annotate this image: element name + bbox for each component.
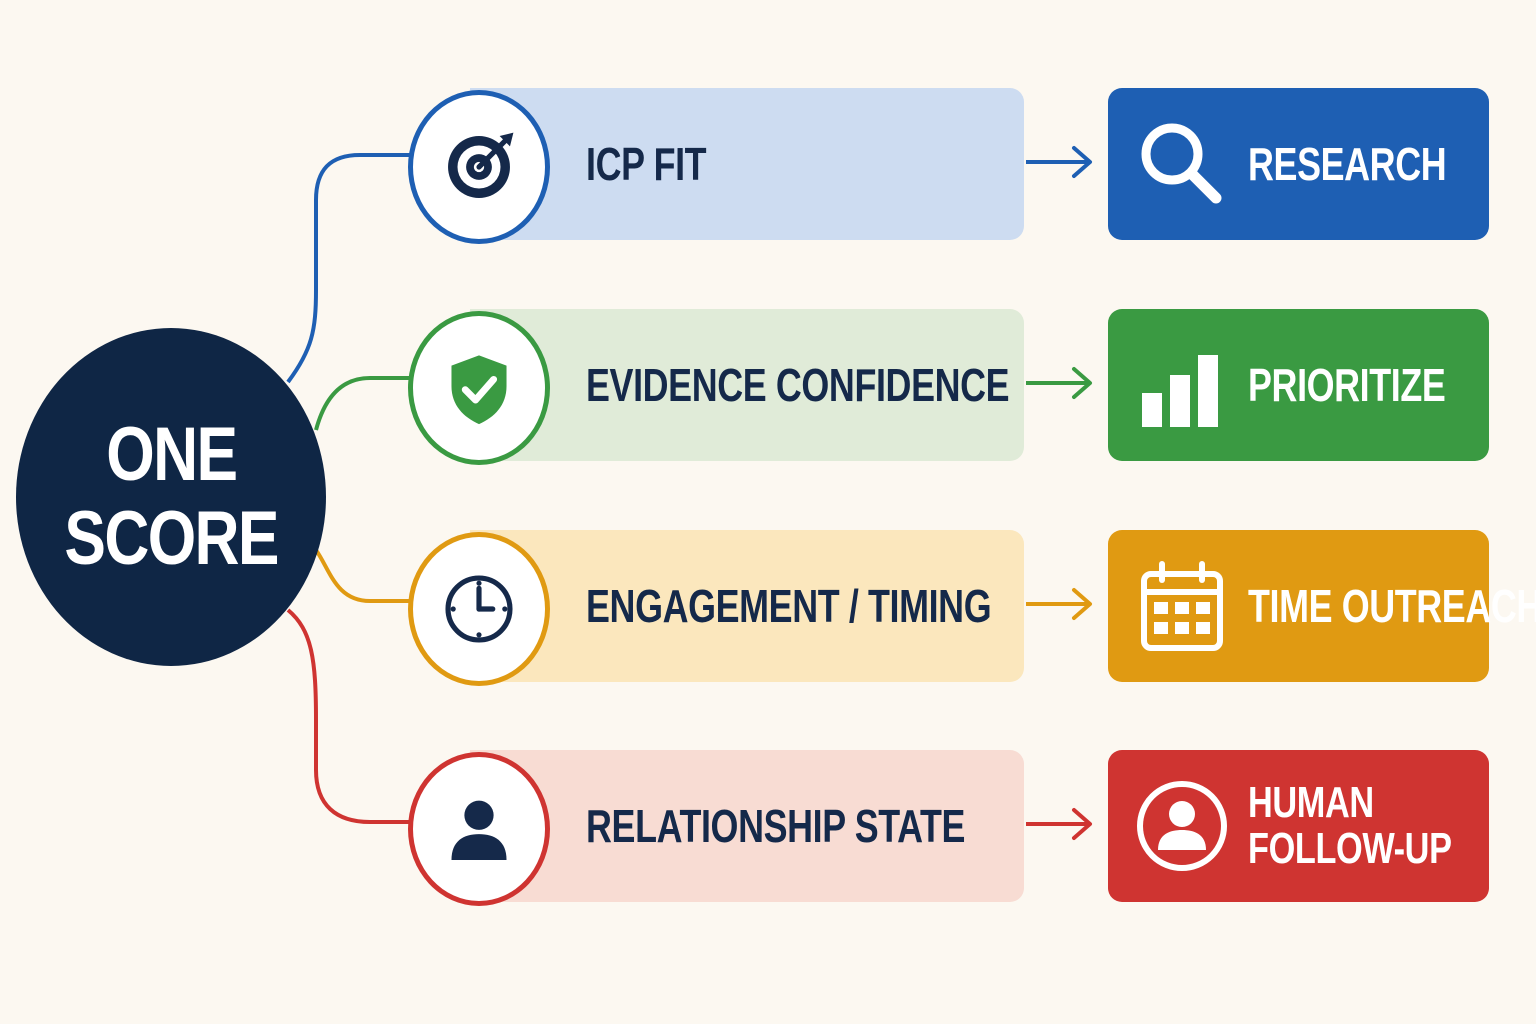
action-card-2: PRIORITIZE xyxy=(1108,309,1489,461)
hub-connector-4 xyxy=(286,608,410,824)
factor-badge xyxy=(408,752,550,906)
factor-card-2: EVIDENCE CONFIDENCE xyxy=(470,309,1024,461)
action-label: PRIORITIZE xyxy=(1248,309,1446,461)
action-card-1: RESEARCH xyxy=(1108,88,1489,240)
hub-label-line-2: SCORE xyxy=(64,496,279,581)
shield-check-icon xyxy=(451,355,507,425)
factor-card-1: ICP FIT xyxy=(470,88,1024,240)
arrow-icon xyxy=(1026,588,1092,620)
action-label-line: TIME OUTREACH xyxy=(1248,580,1536,632)
action-label-line: PRIORITIZE xyxy=(1248,359,1446,411)
factor-badge xyxy=(408,311,550,465)
arrow-icon xyxy=(1026,808,1092,840)
action-label: RESEARCH xyxy=(1248,88,1447,240)
arrow-icon xyxy=(1026,146,1092,178)
factor-card-4: RELATIONSHIP STATE xyxy=(470,750,1024,902)
hub-connector-2 xyxy=(314,376,410,431)
action-label-line: HUMAN xyxy=(1248,778,1374,827)
factor-badge xyxy=(408,532,550,686)
magnifier-icon xyxy=(1141,123,1222,204)
person-circle-icon xyxy=(1137,781,1227,871)
action-card-3: TIME OUTREACH xyxy=(1108,530,1536,682)
calendar-icon xyxy=(1141,561,1223,651)
hub-connector-3 xyxy=(314,548,410,603)
factor-label: RELATIONSHIP STATE xyxy=(586,800,966,852)
person-icon xyxy=(451,800,507,860)
arrow-icon xyxy=(1026,367,1092,399)
clock-icon xyxy=(445,575,513,643)
factor-card-3: ENGAGEMENT / TIMING xyxy=(470,530,1024,682)
hub-connector-1 xyxy=(286,153,410,384)
action-label: TIME OUTREACH xyxy=(1248,530,1536,682)
action-label-line: FOLLOW-UP xyxy=(1248,824,1452,873)
factor-label: ICP FIT xyxy=(586,138,707,190)
factor-label: EVIDENCE CONFIDENCE xyxy=(586,359,1010,411)
action-label-line: RESEARCH xyxy=(1248,138,1447,190)
factor-badge xyxy=(408,90,550,244)
one-score-hub: ONE SCORE xyxy=(16,328,326,666)
target-icon xyxy=(448,132,514,198)
hub-label-line-1: ONE xyxy=(105,412,238,497)
factor-label: ENGAGEMENT / TIMING xyxy=(586,580,992,632)
bar-chart-icon xyxy=(1142,355,1218,427)
